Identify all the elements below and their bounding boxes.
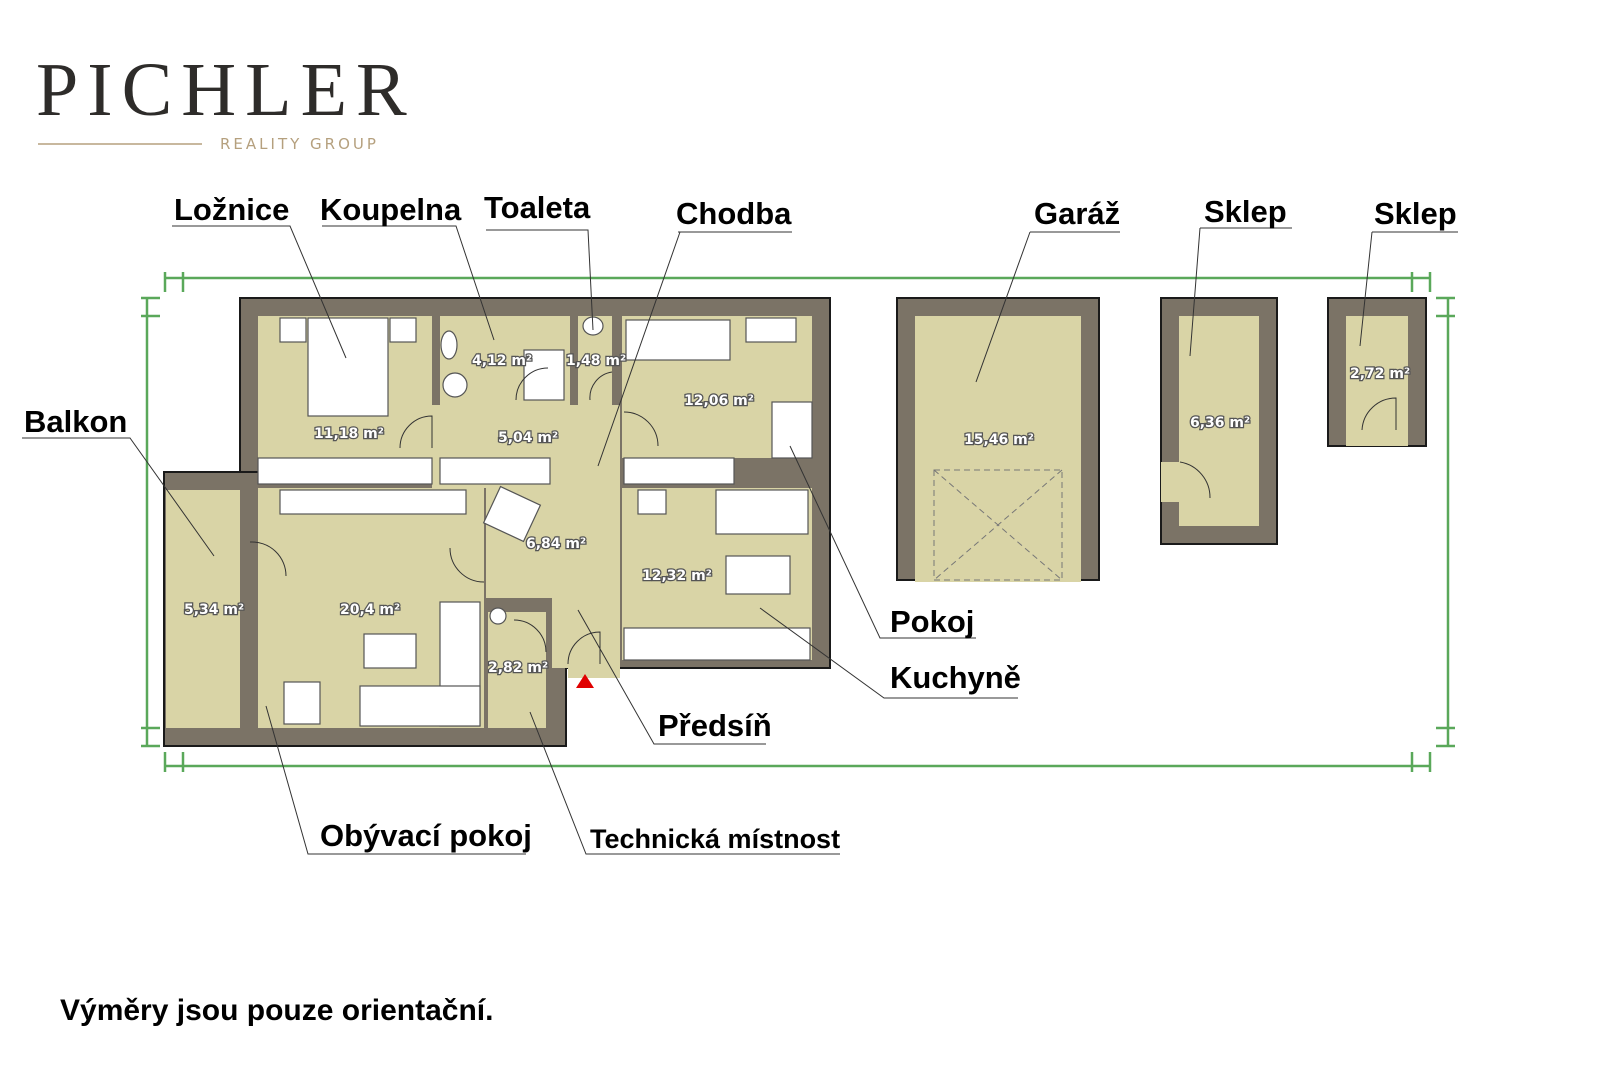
room-balkon bbox=[166, 490, 240, 728]
label-pokoj: Pokoj bbox=[890, 604, 974, 639]
label-garaz: Garáž bbox=[1034, 196, 1120, 231]
area-predsin: 6,84 m² bbox=[526, 536, 586, 552]
area-garaz: 15,46 m² bbox=[964, 432, 1034, 448]
apartment bbox=[163, 297, 831, 747]
area-chodba: 5,04 m² bbox=[498, 430, 558, 446]
area-balkon: 5,34 m² bbox=[184, 602, 244, 618]
area-technicka: 2,82 m² bbox=[488, 660, 548, 676]
label-obyvaci-pokoj: Obývací pokoj bbox=[320, 818, 532, 853]
area-koupelna: 4,12 m² bbox=[472, 353, 532, 369]
room-labels: Ložnice Koupelna Toaleta Chodba Garáž Sk… bbox=[24, 190, 1457, 854]
label-predsin: Předsíň bbox=[658, 708, 772, 743]
area-obyvaci-pokoj: 20,4 m² bbox=[340, 602, 400, 618]
label-koupelna: Koupelna bbox=[320, 192, 462, 227]
logo-name: PICHLER bbox=[36, 48, 416, 132]
label-toaleta: Toaleta bbox=[484, 190, 591, 225]
room-chodba bbox=[432, 405, 620, 458]
area-pokoj: 12,06 m² bbox=[684, 393, 754, 409]
label-kuchyne: Kuchyně bbox=[890, 660, 1021, 695]
label-loznice: Ložnice bbox=[174, 192, 289, 227]
area-sklep-1: 6,36 m² bbox=[1190, 415, 1250, 431]
label-sklep-1: Sklep bbox=[1204, 194, 1287, 229]
dimension-lines bbox=[141, 272, 1455, 772]
area-sklep-2: 2,72 m² bbox=[1350, 366, 1410, 382]
garage bbox=[896, 297, 1100, 582]
room-technicka bbox=[488, 612, 546, 728]
disclaimer-note: Výměry jsou pouze orientační. bbox=[60, 994, 493, 1027]
label-sklep-2: Sklep bbox=[1374, 196, 1457, 231]
area-kuchyne: 12,32 m² bbox=[642, 568, 712, 584]
area-loznice: 11,18 m² bbox=[314, 426, 384, 442]
cellar-2 bbox=[1327, 297, 1427, 447]
label-technicka-mistnost: Technická místnost bbox=[590, 824, 840, 854]
area-toaleta: 1,48 m² bbox=[566, 353, 626, 369]
logo-subtitle: REALITY GROUP bbox=[220, 135, 379, 153]
area-labels: 11,18 m² 4,12 m² 1,48 m² 5,04 m² 15,46 m… bbox=[183, 352, 1412, 678]
logo: PICHLER REALITY GROUP bbox=[36, 48, 416, 153]
cellar-1 bbox=[1160, 297, 1278, 545]
entrance-marker-icon bbox=[576, 674, 594, 688]
leader-lines bbox=[22, 225, 1458, 855]
label-chodba: Chodba bbox=[676, 196, 792, 231]
label-balkon: Balkon bbox=[24, 404, 127, 439]
